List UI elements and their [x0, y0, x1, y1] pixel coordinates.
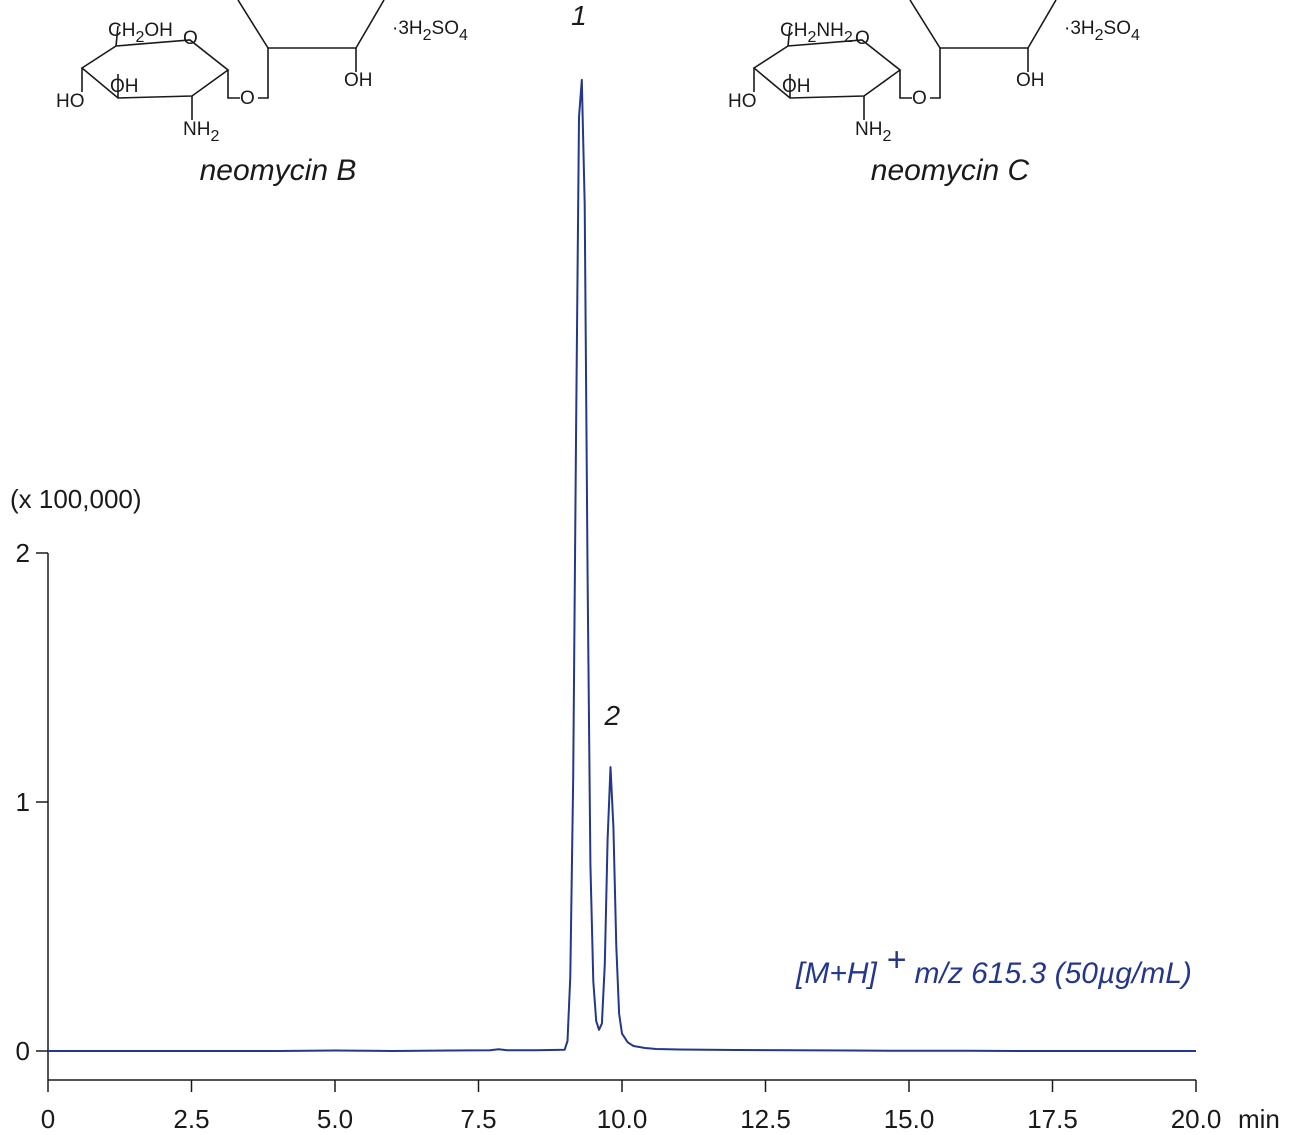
amino-group: NH2	[183, 119, 219, 145]
amino-group: NH2	[855, 119, 891, 145]
y-tick-label: 0	[16, 1036, 30, 1066]
glycosidic-oxygen: O	[912, 88, 927, 109]
series-layer	[48, 78, 1196, 1052]
bond	[930, 48, 941, 99]
hydroxyl-group: OH	[1016, 70, 1045, 91]
x-tick-label: 12.5	[740, 1104, 791, 1134]
y-tick-label: 1	[16, 787, 30, 817]
x-tick-label: 0	[41, 1104, 55, 1134]
y-axis-multiplier: (x 100,000)	[10, 484, 142, 514]
bond	[258, 48, 269, 99]
x-tick-label: 10.0	[597, 1104, 648, 1134]
ring-oxygen: O	[855, 28, 870, 49]
x-tick-label: 7.5	[460, 1104, 496, 1134]
x-tick-label: 15.0	[884, 1104, 935, 1134]
hydroxyl-group: OH	[782, 76, 811, 97]
labels-layer: 1 2 [M+H] + m/z 615.3 (50µg/mL)	[571, 0, 1192, 990]
bond	[899, 70, 912, 99]
x-tick-label: 17.5	[1027, 1104, 1078, 1134]
x-tick-label: 5.0	[317, 1104, 353, 1134]
structure-name: neomycin C	[871, 154, 1030, 187]
ion-annotation: [M+H] + m/z 615.3 (50µg/mL)	[795, 941, 1192, 990]
hydroxyl-group: OH	[110, 76, 139, 97]
glycosidic-oxygen: O	[240, 88, 255, 109]
x-tick-label: 2.5	[173, 1104, 209, 1134]
axes-layer: 0 2.5 5.0 7.5 10.0 12.5 15.0 17.5 20.0 min 0 1 2 (x 1…	[10, 484, 1280, 1134]
sugar-ring	[80, 39, 230, 99]
series-line	[48, 78, 1196, 1052]
hydroxymethyl-group: CH2OH	[108, 20, 173, 46]
hydroxyl-group: HO	[728, 91, 757, 112]
salt-label: ·3H2SO4	[1064, 18, 1140, 44]
bond	[787, 25, 791, 47]
sugar-ring	[752, 39, 902, 99]
hydroxymethyl-group: CH2NH2	[780, 20, 853, 46]
salt-label: ·3H2SO4	[392, 18, 468, 44]
hydroxyl-group: HO	[56, 91, 85, 112]
hydroxyl-group: OH	[344, 70, 373, 91]
bond	[227, 70, 240, 99]
cyclopentane-ring	[909, 0, 1057, 49]
structure-name: neomycin B	[200, 154, 357, 187]
cyclopentane-ring	[237, 0, 385, 49]
bond	[115, 25, 119, 47]
y-tick-label: 2	[16, 538, 30, 568]
structure-neomycin-b: O CH2OH OH HO NH2 O OH ·3H2SO4 neomycin B	[56, 0, 468, 187]
peak-label: 2	[603, 700, 620, 731]
ring-oxygen: O	[183, 28, 198, 49]
x-tick-label: 20.0	[1171, 1104, 1222, 1134]
peak-label: 1	[571, 0, 587, 31]
x-axis-unit: min	[1238, 1104, 1280, 1134]
